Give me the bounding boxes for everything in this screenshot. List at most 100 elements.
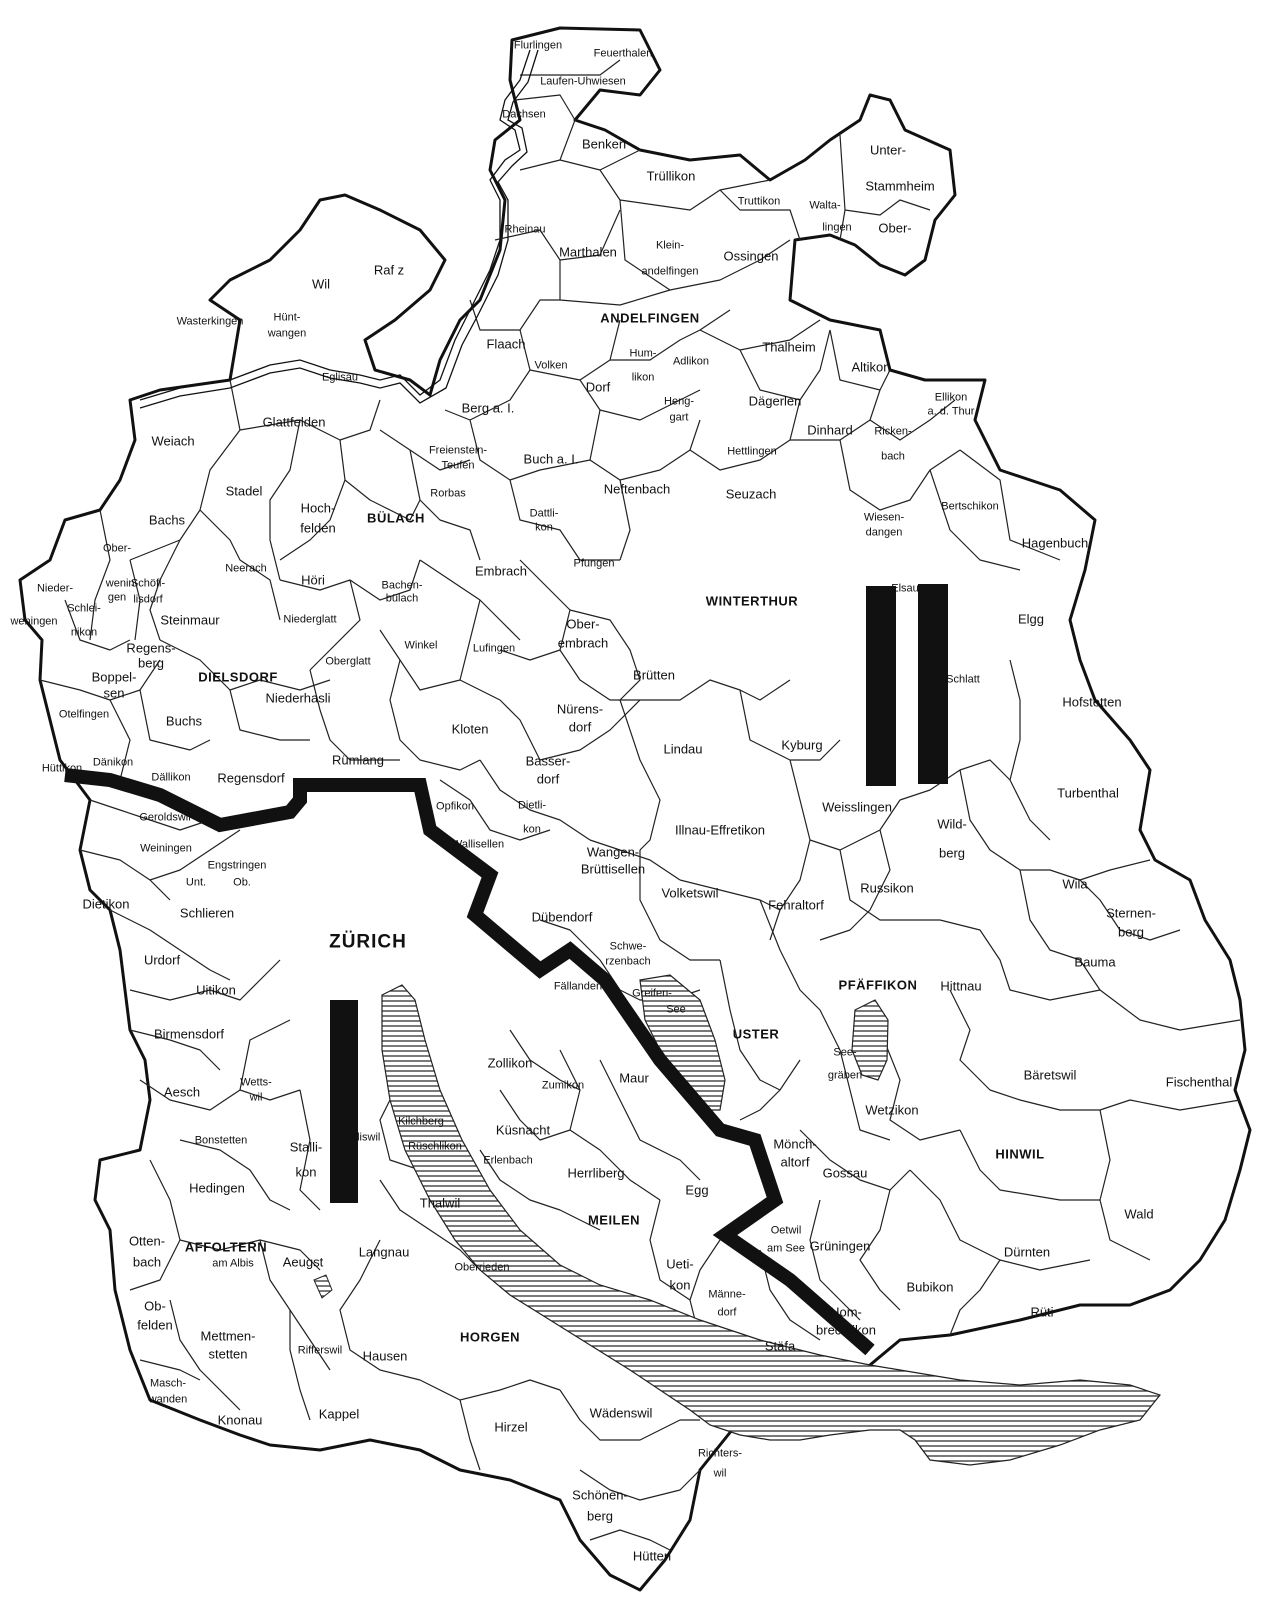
municipality-label-121: Wila (1062, 876, 1088, 892)
municipality-label-77: Niederglatt (283, 613, 337, 626)
municipality-label-155: Bonstetten (194, 1134, 248, 1147)
municipality-label-58: Hagenbuch (1021, 535, 1089, 551)
municipality-label-173: Oberrieden (454, 1261, 510, 1274)
municipality-label-6: Truttikon (737, 195, 781, 208)
municipality-label-107: Dietli- (517, 799, 547, 812)
municipality-label-103: Basser- (525, 753, 571, 769)
bar-winterthur-left (866, 586, 896, 786)
district-label-9: HORGEN (459, 1329, 521, 1345)
municipal-boundaries (39, 59, 1241, 1551)
municipality-label-142: gräben (827, 1069, 863, 1082)
municipality-label-86: Oberglatt (325, 655, 371, 668)
municipality-label-60: wenin- (105, 577, 139, 590)
municipality-label-74: bülach (385, 592, 419, 605)
municipality-label-153: Mönch- (773, 1136, 817, 1152)
municipality-label-102: Rümlang (331, 752, 385, 768)
municipality-label-7: Unter- (869, 142, 907, 158)
municipality-label-201: berg (586, 1508, 614, 1524)
municipality-label-177: Ueti- (666, 1256, 694, 1272)
municipality-label-120: Ob. (233, 876, 251, 889)
municipality-label-87: Brütten (633, 667, 675, 683)
municipality-label-167: Grüningen (809, 1238, 871, 1254)
municipality-label-22: Eglisau (321, 371, 359, 384)
municipality-label-47: Neftenbach (603, 481, 671, 497)
municipality-label-157: kon (295, 1164, 317, 1180)
municipality-label-98: Hüttikon (41, 762, 83, 775)
municipality-label-163: Hedingen (189, 1180, 245, 1196)
municipality-label-88: Schlatt (946, 673, 980, 686)
municipality-label-116: Wangen- (586, 844, 640, 860)
municipality-label-29: Heng- (664, 395, 694, 408)
municipality-label-69: Schlei- (67, 602, 101, 615)
municipality-label-25: Hum- (629, 347, 657, 360)
municipality-label-101: Regensdorf (217, 770, 285, 786)
municipality-label-46: Stadel (225, 483, 263, 499)
municipality-label-30: gart (669, 411, 689, 424)
municipality-label-113: Wild- (937, 816, 967, 832)
district-label-2: WINTERTHUR (705, 593, 799, 609)
municipality-label-36: Dägerlen (748, 393, 802, 409)
municipality-label-54: kon (535, 521, 553, 534)
municipality-label-199: wil (713, 1467, 727, 1480)
municipality-label-38: Weiach (151, 433, 195, 449)
municipality-label-85: Lufingen (472, 642, 516, 655)
municipality-label-90: Otelfingen (58, 708, 110, 721)
municipality-label-49: Rorbas (430, 487, 466, 500)
rhine-river (139, 49, 539, 409)
district-label-3: DIELSDORF (198, 669, 278, 685)
municipality-label-111: Wallisellen (451, 838, 505, 851)
municipality-label-8: Stammheim (865, 178, 935, 194)
municipality-label-191: Stäfa (764, 1338, 796, 1354)
municipality-label-145: Bäretswil (1023, 1067, 1077, 1083)
bar-winterthur-right (918, 584, 948, 784)
municipality-label-18: Wil (311, 276, 331, 292)
municipality-label-136: See (666, 1003, 686, 1016)
municipality-label-193: wanden (148, 1393, 188, 1406)
municipality-label-122: Dietikon (82, 896, 130, 912)
municipality-label-159: Rüschlikon (408, 1140, 462, 1153)
municipality-label-197: Wädenswil (589, 1405, 653, 1421)
municipality-label-110: Geroldswil (139, 811, 191, 824)
municipality-label-61: gen (107, 591, 127, 604)
municipality-label-166: Thalwil (419, 1195, 461, 1211)
municipality-label-27: Adlikon (672, 355, 710, 368)
municipality-label-165: Wald (1124, 1206, 1154, 1222)
municipality-label-123: Schlieren (179, 905, 235, 921)
municipality-label-175: am See (767, 1242, 805, 1255)
municipality-label-32: Altikon (851, 359, 891, 375)
municipality-label-94: Buchs (165, 713, 203, 729)
municipality-label-114: berg (938, 845, 966, 861)
municipality-label-55: Wiesen- (863, 511, 905, 524)
municipality-label-17: Raf z (373, 262, 405, 278)
municipality-label-152: Küsnacht (495, 1122, 551, 1138)
municipality-label-64: Neerach (225, 562, 267, 575)
municipality-label-172: Langnau (358, 1244, 410, 1260)
municipality-label-73: Bachen- (381, 579, 423, 592)
municipality-label-80: Regens- (126, 640, 176, 656)
municipality-label-5: Trüllikon (646, 168, 696, 184)
municipality-label-9: Walta- (809, 199, 841, 212)
lake-tuerlersee (313, 1274, 333, 1299)
municipality-label-104: dorf (536, 771, 560, 787)
municipality-label-181: felden (137, 1317, 173, 1333)
municipality-label-132: rzenbach (605, 955, 651, 968)
municipality-label-44: Ricken- (874, 425, 912, 438)
district-label-0: ANDELFINGEN (600, 310, 700, 326)
municipality-label-156: Stalli- (289, 1139, 323, 1155)
municipality-label-92: dorf (568, 719, 592, 735)
municipality-label-106: Opfikon (436, 800, 474, 813)
lake-greifensee (639, 974, 726, 1111)
municipality-label-91: Nürens- (556, 701, 604, 717)
municipality-label-48: Seuzach (725, 486, 777, 502)
municipality-label-13: Marthalen (559, 244, 617, 260)
municipality-label-182: Männe- (708, 1288, 746, 1301)
municipality-label-189: Rifferswil (297, 1344, 343, 1357)
district-label-7: HINWIL (995, 1146, 1045, 1162)
municipality-label-148: Wetts- (240, 1076, 272, 1089)
municipality-label-115: Weiningen (140, 842, 192, 855)
municipality-label-125: Dübendorf (531, 909, 593, 925)
bar-zurich (330, 1000, 358, 1203)
district-label-10: AFFOLTERN (184, 1239, 268, 1255)
municipality-label-14: Klein- (655, 239, 685, 252)
